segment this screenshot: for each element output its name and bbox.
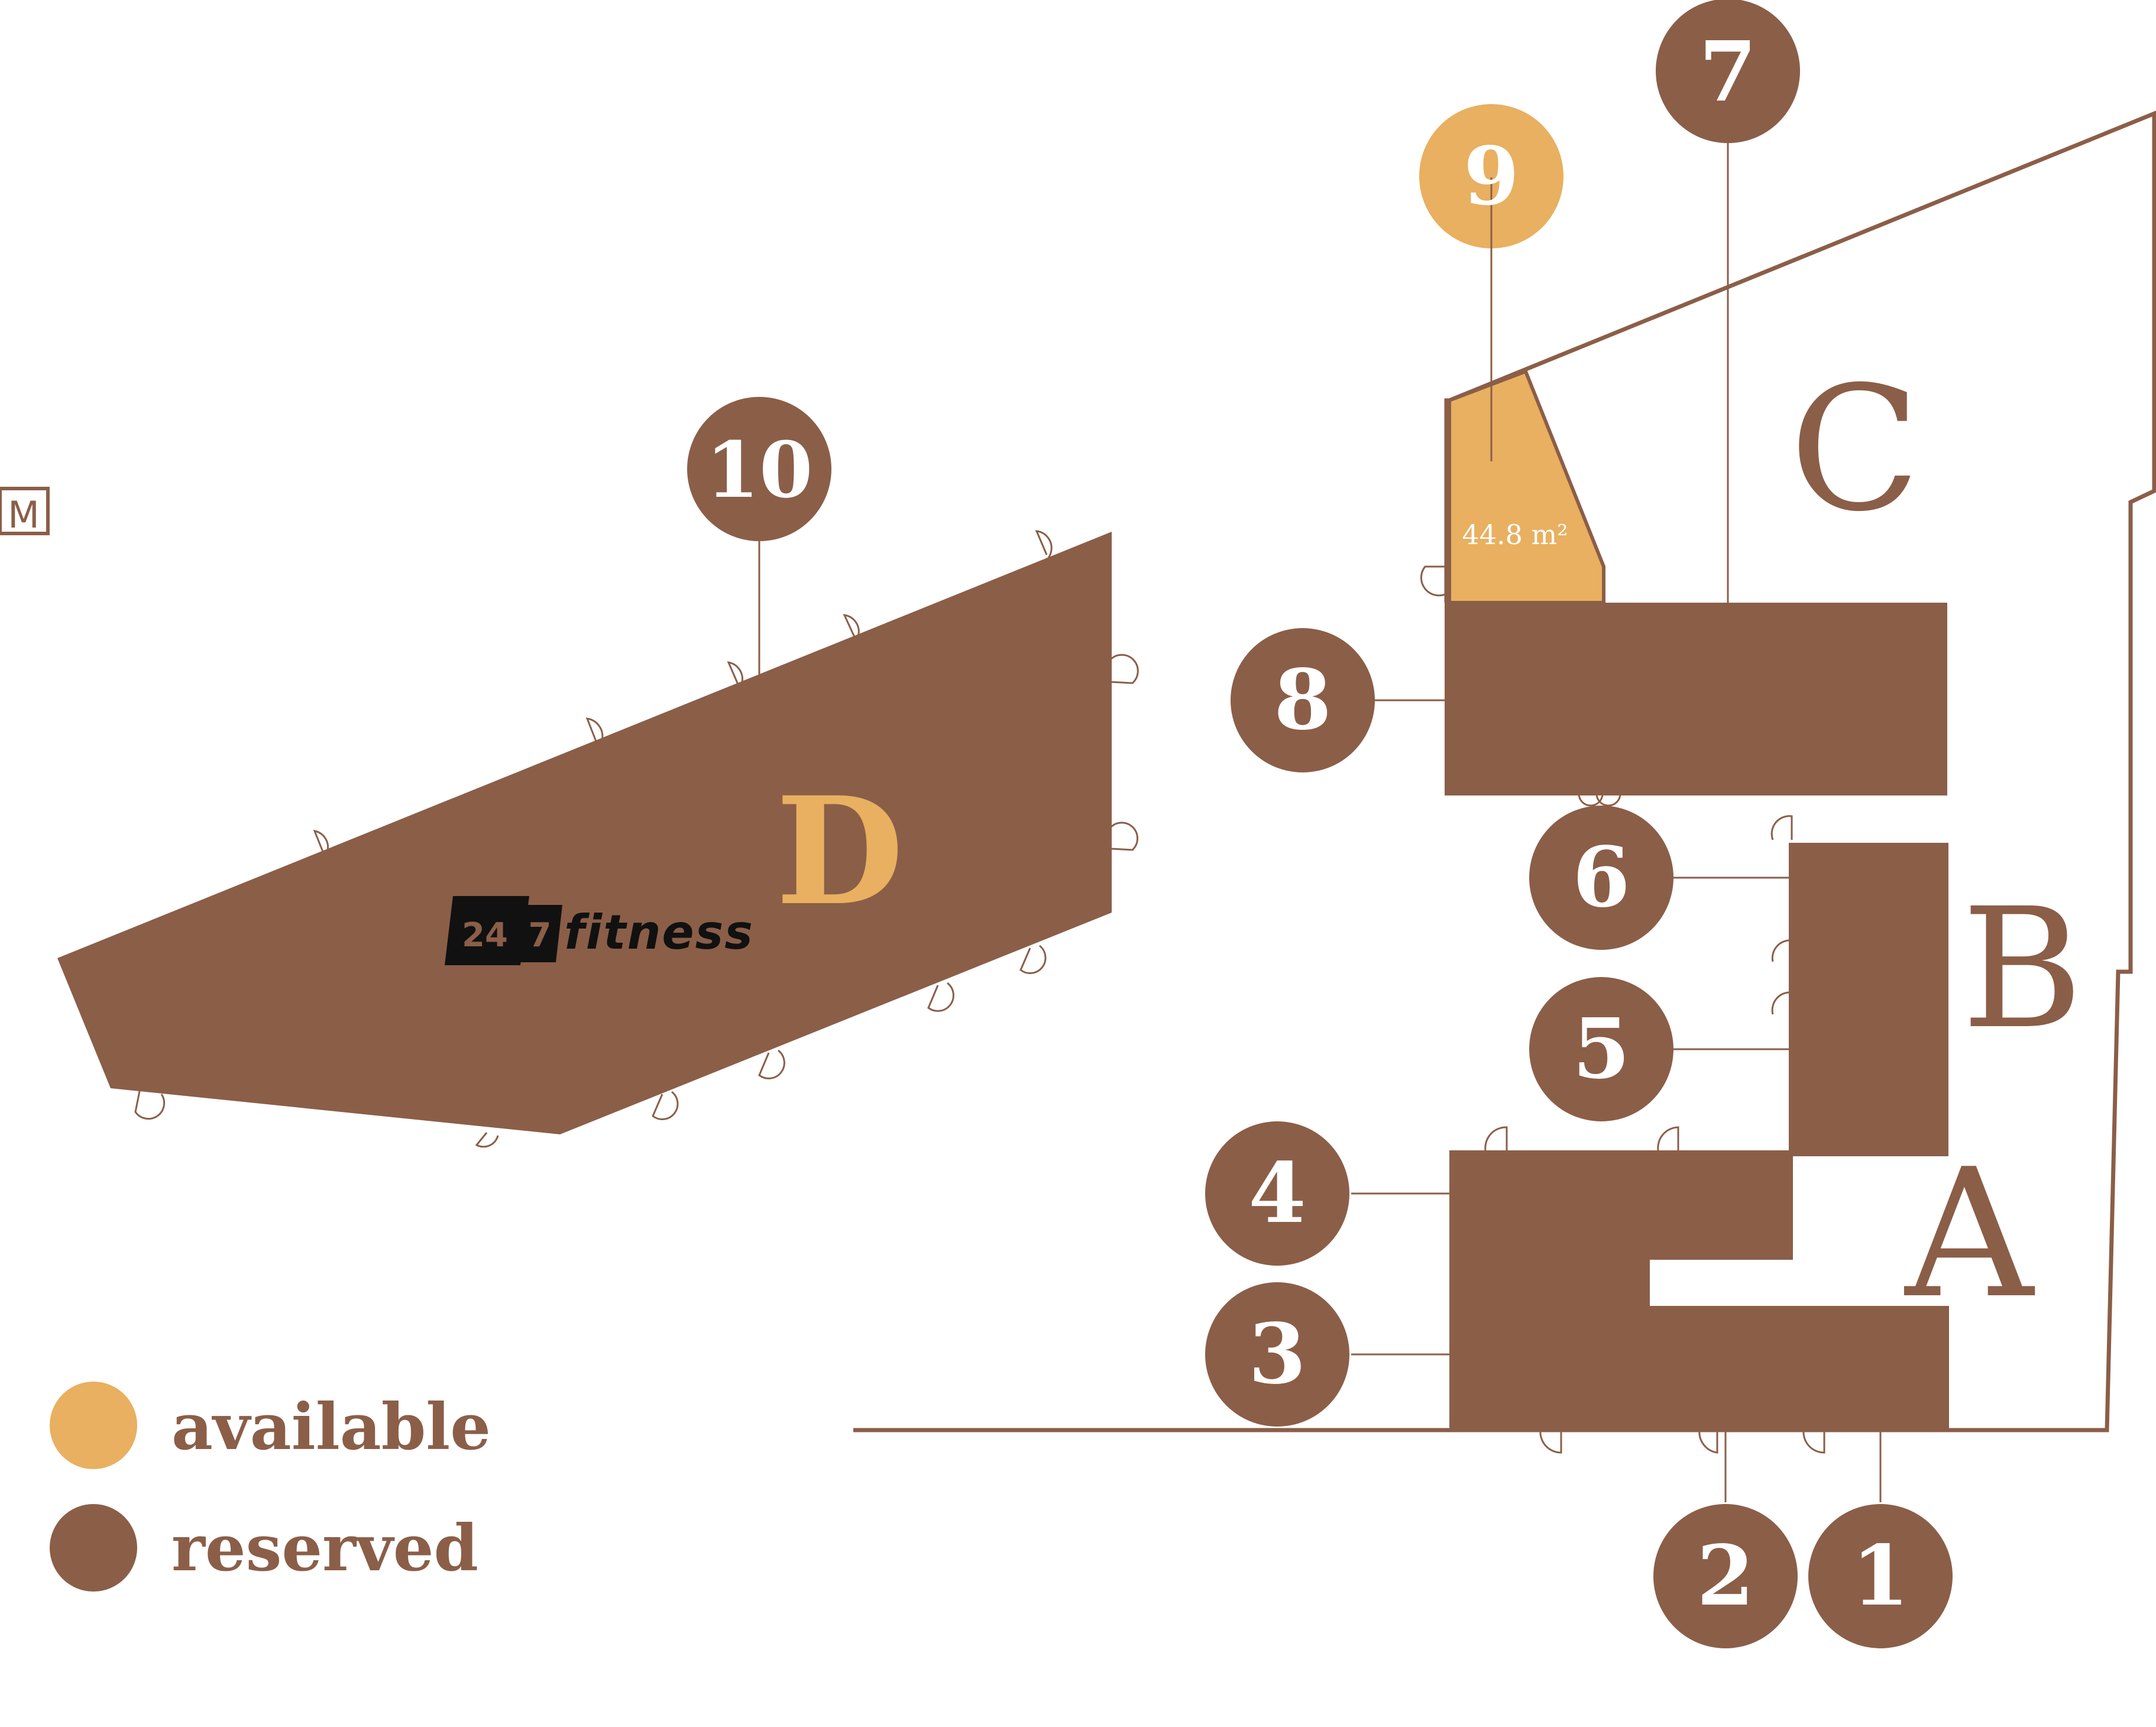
unit-marker-9[interactable]: 9 (1419, 104, 1563, 248)
unit-marker-10[interactable]: 10 (687, 397, 831, 541)
unit-marker-5[interactable]: 5 (1529, 977, 1673, 1121)
building-b-shape[interactable] (1789, 843, 1948, 1156)
building-a-shape[interactable] (1449, 1150, 1949, 1431)
svg-text:6: 6 (1572, 829, 1630, 926)
unit-marker-1[interactable]: 1 (1808, 1504, 1953, 1648)
legend-reserved-swatch (50, 1504, 137, 1592)
legend: available reserved (50, 1382, 491, 1592)
metro-icon: M (0, 487, 50, 536)
fitness-logo-word: fitness (564, 905, 754, 960)
building-d-shape[interactable] (57, 532, 1112, 1134)
svg-text:10: 10 (706, 425, 813, 515)
unit-9-shape[interactable] (1448, 369, 1605, 604)
fitness-logo: 24 7 fitness (445, 896, 754, 965)
unit-marker-4[interactable]: 4 (1205, 1121, 1349, 1266)
unit-marker-6[interactable]: 6 (1529, 806, 1673, 950)
svg-text:7: 7 (1699, 24, 1756, 121)
unit-marker-3[interactable]: 3 (1205, 1282, 1349, 1427)
leader-lines (758, 142, 1882, 1502)
legend-reserved-label: reserved (171, 1511, 478, 1586)
unit-marker-8[interactable]: 8 (1231, 628, 1375, 772)
unit-marker-2[interactable]: 2 (1653, 1504, 1798, 1648)
svg-text:4: 4 (1248, 1145, 1306, 1242)
svg-text:8: 8 (1274, 652, 1331, 749)
building-d-letter: D (776, 764, 904, 938)
unit-marker-7[interactable]: 7 (1656, 0, 1800, 143)
fitness-logo-7: 7 (529, 916, 552, 955)
unit-9-area: 44.8 m² (1462, 519, 1568, 551)
legend-reserved: reserved (50, 1504, 478, 1592)
building-b-letter: B (1961, 873, 2083, 1066)
fitness-logo-24: 24 (462, 916, 508, 955)
building-c-letter: C (1789, 350, 1921, 549)
legend-available: available (50, 1382, 491, 1469)
building-a-letter: A (1902, 1131, 2035, 1337)
legend-available-label: available (171, 1390, 491, 1464)
svg-text:2: 2 (1697, 1528, 1754, 1625)
legend-available-swatch (50, 1382, 137, 1469)
right-site-doors (1420, 565, 1825, 1454)
metro-icon-letter: M (8, 493, 40, 536)
svg-text:9: 9 (1464, 129, 1519, 223)
building-d: D (57, 530, 1139, 1148)
svg-text:1: 1 (1851, 1528, 1909, 1625)
unit-8-shape[interactable] (1445, 603, 1947, 795)
svg-text:5: 5 (1572, 1001, 1630, 1098)
svg-text:3: 3 (1248, 1306, 1306, 1403)
